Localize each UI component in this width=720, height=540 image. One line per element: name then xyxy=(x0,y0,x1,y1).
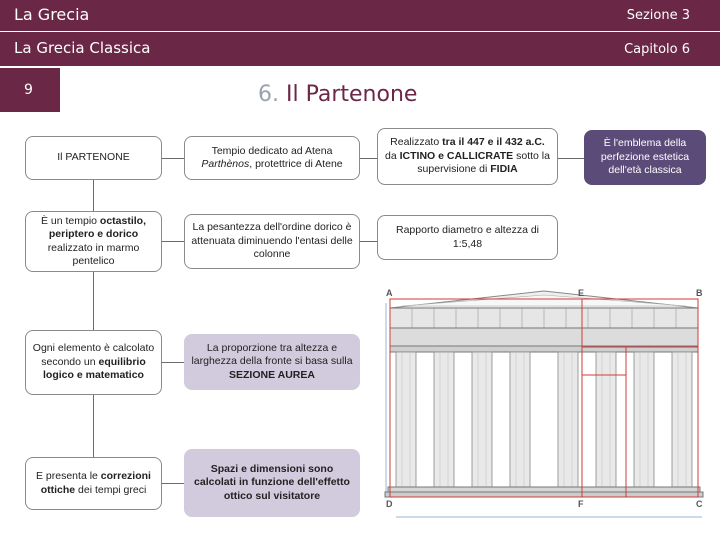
node-spazi: Spazi e dimensioni sono calcolati in fun… xyxy=(184,449,360,517)
connector-left-vertical-2 xyxy=(93,272,94,336)
connector-left-vertical xyxy=(93,180,94,215)
parthenon-facade-diagram: A E B D F C xyxy=(382,285,712,525)
label-f: F xyxy=(578,499,584,509)
node-rapporto: Rapporto diametro e altezza di 1:5,48 xyxy=(377,215,558,260)
connector-row-2 xyxy=(162,241,184,242)
node-realizzato: Realizzato tra il 447 e il 432 a.C. da I… xyxy=(377,128,558,185)
chapter-title: La Grecia Classica xyxy=(14,39,151,57)
connector-row-1 xyxy=(162,158,184,159)
connector-row-1c xyxy=(558,158,584,159)
connector-row-3 xyxy=(162,362,184,363)
node-correzioni: E presenta le correzioni ottiche dei tem… xyxy=(25,457,162,510)
section-label: Sezione 3 xyxy=(626,8,690,23)
node-emblema: È l'emblema della perfezione estetica de… xyxy=(584,130,706,185)
connector-row-4 xyxy=(162,483,184,484)
connector-left-vertical-3 xyxy=(93,395,94,457)
parthenon-facade-svg: A E B D F C xyxy=(384,288,704,518)
label-b: B xyxy=(696,288,703,298)
node-equilibrio: Ogni elemento è calcolato secondo un equ… xyxy=(25,330,162,395)
label-c: C xyxy=(696,499,703,509)
architrave xyxy=(389,327,699,347)
stylobate-step-2 xyxy=(384,491,704,498)
section-header-bar: La Grecia Sezione 3 xyxy=(0,0,720,31)
golden-section-guides xyxy=(389,298,699,498)
connector-row-2b xyxy=(360,241,377,242)
node-octastilo: È un tempio octastilo, periptero e doric… xyxy=(25,211,162,272)
stylobate-step-1 xyxy=(387,486,701,493)
label-a: A xyxy=(386,288,393,298)
node-pesantezza: La pesantezza dell'ordine dorico è atten… xyxy=(184,214,360,269)
root-node-partenone: Il PARTENONE xyxy=(25,136,162,180)
chapter-label: Capitolo 6 xyxy=(624,42,690,57)
columns xyxy=(395,351,693,488)
chapter-header-bar: La Grecia Classica Capitolo 6 xyxy=(0,32,720,66)
page-number: 9 xyxy=(0,68,60,112)
section-title: La Grecia xyxy=(14,5,90,24)
node-tempio-atena: Tempio dedicato ad Atena Parthènos, prot… xyxy=(184,136,360,180)
triglyphs xyxy=(411,308,677,328)
page-title-number: 6. xyxy=(258,82,279,107)
page-title: 6. Il Partenone xyxy=(258,82,417,107)
column-flutes xyxy=(401,352,687,487)
label-d: D xyxy=(386,499,393,509)
page-title-text: Il Partenone xyxy=(286,82,418,107)
node-proporzione: La proporzione tra altezza e larghezza d… xyxy=(184,334,360,390)
label-e: E xyxy=(578,288,584,298)
connector-row-1b xyxy=(360,158,377,159)
pediment-tympanum xyxy=(401,294,687,307)
